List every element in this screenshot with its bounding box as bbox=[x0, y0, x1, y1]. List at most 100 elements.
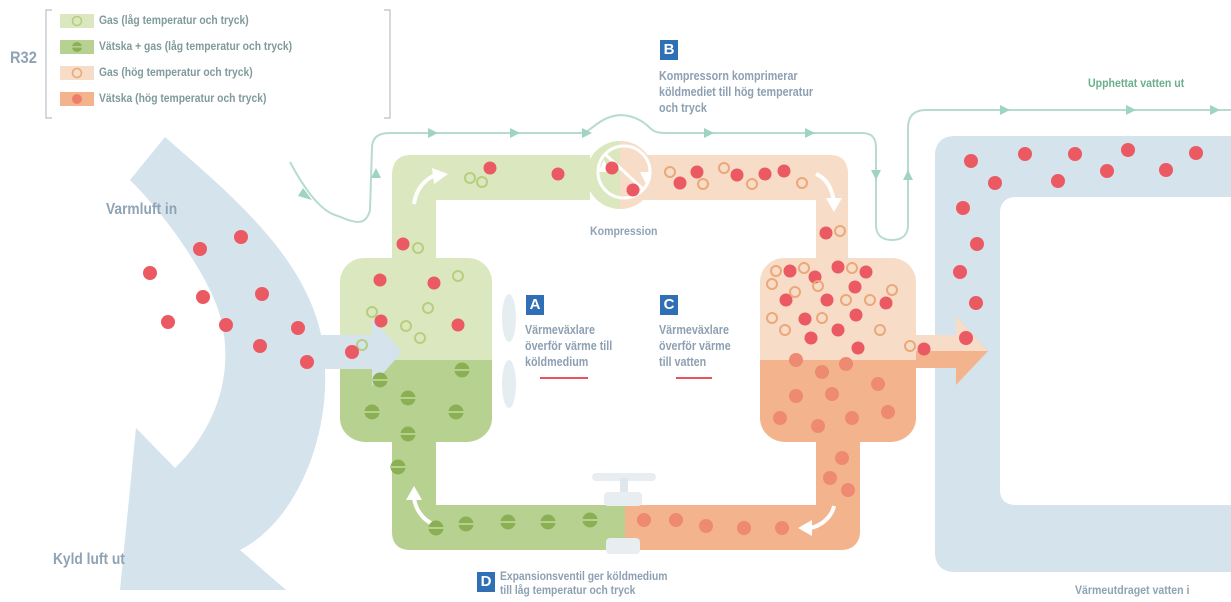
molecule-ring-orange bbox=[664, 166, 676, 178]
molecule-dot bbox=[849, 308, 863, 322]
water-molecule bbox=[969, 296, 983, 310]
air-molecule bbox=[234, 230, 248, 244]
molecule-half-line bbox=[500, 521, 516, 523]
water-molecules bbox=[953, 143, 1203, 345]
legend-label-liquid-gas-low: Vätska + gas (låg temperatur och tryck) bbox=[99, 39, 293, 53]
molecule-ring-green bbox=[452, 270, 464, 282]
molecule-ring-green bbox=[464, 172, 476, 184]
molecule-liquid bbox=[871, 377, 885, 391]
air-out-label: Kyld luft ut bbox=[53, 551, 125, 568]
molecule-liquid bbox=[881, 405, 895, 419]
molecule-ring-orange bbox=[812, 280, 824, 292]
step-c-badge: C bbox=[660, 295, 678, 315]
water-molecule bbox=[1189, 146, 1203, 160]
molecule-ring-orange bbox=[789, 286, 801, 298]
air-molecule bbox=[300, 355, 314, 369]
molecule-ring-orange bbox=[796, 177, 808, 189]
air-flow-arrow bbox=[120, 137, 326, 590]
molecule-ring-orange bbox=[846, 262, 858, 274]
water-molecule bbox=[1051, 174, 1065, 188]
step-c-text: Värmeväxlare överför värme till vatten bbox=[659, 323, 731, 369]
molecule-liquid bbox=[825, 387, 839, 401]
molecule-half-line bbox=[582, 519, 598, 521]
air-molecule bbox=[253, 339, 267, 353]
molecule-ring-orange bbox=[766, 278, 778, 290]
molecule-dot bbox=[777, 164, 791, 178]
molecule-liquid bbox=[789, 389, 803, 403]
molecule-half-line bbox=[458, 523, 474, 525]
molecule-dot bbox=[779, 293, 793, 307]
molecule-ring-green bbox=[476, 176, 488, 188]
molecule-liquid bbox=[835, 451, 849, 465]
water-molecule bbox=[956, 201, 970, 215]
molecule-ring-orange bbox=[746, 178, 758, 190]
air-molecule bbox=[193, 242, 207, 256]
molecule-dot bbox=[427, 276, 441, 290]
legend-swatch bbox=[60, 14, 94, 28]
legend-label-gas-low: Gas (låg temperatur och tryck) bbox=[99, 13, 249, 27]
molecule-liquid bbox=[845, 411, 859, 425]
molecule-dot bbox=[605, 161, 619, 175]
water-molecule bbox=[1159, 163, 1173, 177]
molecule-dot bbox=[451, 318, 465, 332]
molecule-dot bbox=[820, 293, 834, 307]
molecule-ring-orange bbox=[904, 340, 916, 352]
molecule-ring-orange bbox=[770, 265, 782, 277]
step-a-underline bbox=[540, 377, 588, 379]
water-molecule bbox=[1100, 164, 1114, 178]
molecule-dot bbox=[673, 176, 687, 190]
molecule-half-line bbox=[372, 379, 388, 381]
air-molecule bbox=[255, 287, 269, 301]
molecule-ring-orange bbox=[816, 312, 828, 324]
molecule-half-line bbox=[428, 527, 444, 529]
water-molecule bbox=[970, 237, 984, 251]
flow-direction-arrowheads bbox=[406, 168, 842, 536]
molecule-ring-orange bbox=[886, 284, 898, 296]
molecule-dot bbox=[917, 342, 931, 356]
water-molecule bbox=[1068, 147, 1082, 161]
air-molecule bbox=[345, 345, 359, 359]
molecule-liquid bbox=[775, 521, 789, 535]
air-molecules bbox=[143, 230, 359, 369]
molecule-ring-green bbox=[366, 306, 378, 318]
molecule-half-line bbox=[390, 466, 406, 468]
compression-label: Kompression bbox=[590, 224, 658, 238]
molecule-ring-orange bbox=[798, 262, 810, 274]
molecule-dot bbox=[804, 331, 818, 345]
molecule-dot bbox=[798, 312, 812, 326]
molecule-dot bbox=[831, 260, 845, 274]
legend-marker-line bbox=[71, 46, 83, 48]
water-molecule bbox=[953, 265, 967, 279]
legend-swatch bbox=[60, 66, 94, 80]
molecule-ring-green bbox=[356, 339, 368, 351]
water-duct bbox=[935, 136, 1231, 572]
molecule-ring-orange bbox=[766, 312, 778, 324]
fan-icon bbox=[502, 294, 516, 408]
refrigerant-molecules bbox=[356, 161, 931, 536]
molecule-dot bbox=[848, 280, 862, 294]
water-molecule bbox=[964, 154, 978, 168]
step-d-text: Expansionsventil ger köldmedium till låg… bbox=[500, 569, 668, 597]
water-line bbox=[289, 109, 1231, 242]
molecule-dot bbox=[831, 323, 845, 337]
molecule-liquid bbox=[737, 521, 751, 535]
molecule-ring-orange bbox=[874, 324, 886, 336]
expansion-valve bbox=[592, 473, 656, 554]
molecule-ring-green bbox=[400, 320, 412, 332]
legend-marker bbox=[71, 67, 83, 79]
water-line-arrows bbox=[298, 105, 1220, 200]
legend-label-liquid-high: Vätska (hög temperatur och tryck) bbox=[99, 91, 267, 105]
step-c-underline bbox=[676, 377, 712, 379]
molecule-ring-orange bbox=[840, 294, 852, 306]
air-molecule bbox=[219, 318, 233, 332]
water-out-label: Upphettat vatten ut bbox=[1088, 76, 1185, 90]
legend-bracket bbox=[45, 9, 391, 119]
molecule-ring-orange bbox=[864, 294, 876, 306]
molecule-liquid bbox=[811, 419, 825, 433]
water-molecule bbox=[1018, 147, 1032, 161]
molecule-liquid bbox=[699, 519, 713, 533]
molecule-ring-orange bbox=[697, 178, 709, 190]
molecule-ring-green bbox=[422, 302, 434, 314]
